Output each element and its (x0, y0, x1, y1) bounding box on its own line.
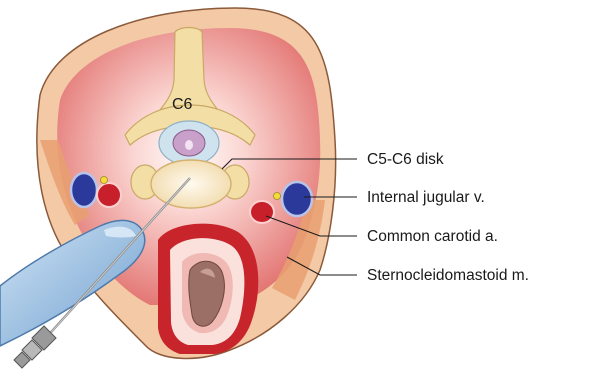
central-canal (185, 140, 193, 150)
label-internal-jugular-vein: Internal jugular v. (367, 189, 485, 206)
label-sternocleidomastoid-muscle: Sternocleidomastoid m. (367, 267, 529, 284)
common-carotid-artery-left (97, 183, 121, 207)
vertebral-level-label: C6 (172, 96, 193, 113)
c5-c6-disk (151, 160, 231, 208)
vagus-nerve-right (274, 193, 281, 200)
vagus-nerve-left (101, 177, 108, 184)
label-c5-c6-disk: C5-C6 disk (367, 151, 444, 168)
common-carotid-artery-right (250, 201, 274, 223)
internal-jugular-vein-left (71, 173, 97, 207)
internal-jugular-vein-right (282, 182, 312, 216)
label-common-carotid-artery: Common carotid a. (367, 228, 498, 245)
